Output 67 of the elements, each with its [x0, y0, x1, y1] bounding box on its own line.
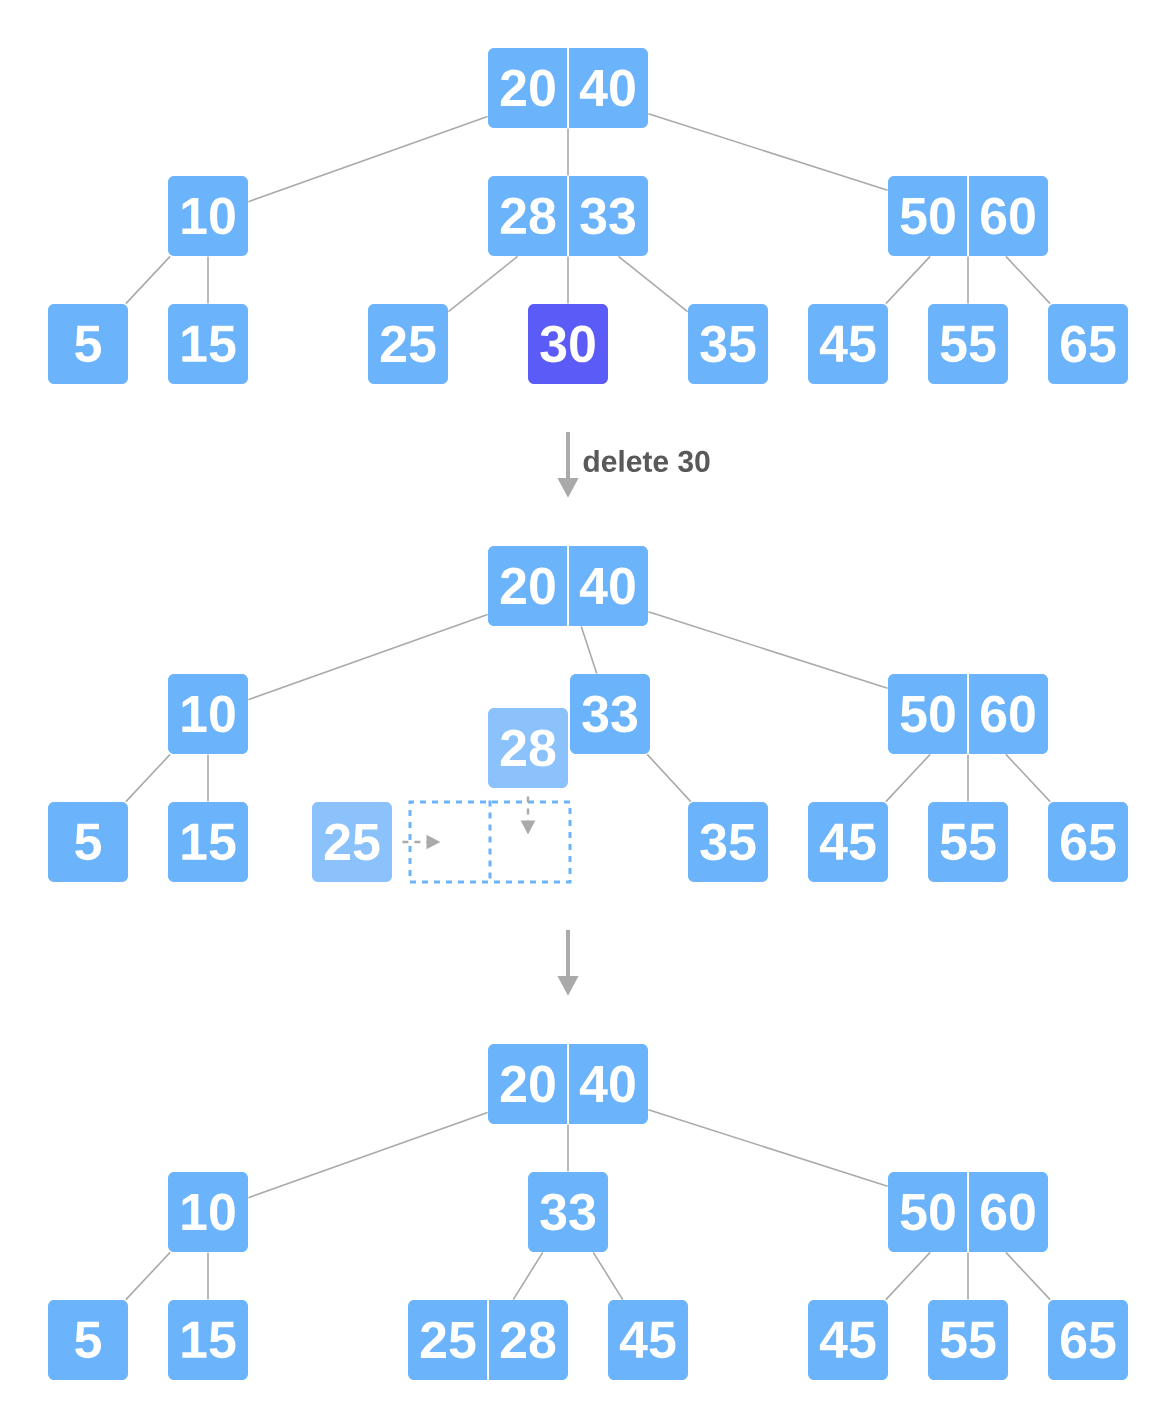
tree-edge — [592, 1251, 624, 1301]
tree-edge — [967, 255, 969, 305]
tree-edge — [617, 255, 689, 313]
tree-edge — [567, 127, 569, 177]
key-node: 15 — [168, 304, 248, 384]
tree-edge — [247, 1111, 489, 1199]
tree-edge — [447, 255, 519, 313]
key-node: 65 — [1048, 304, 1128, 384]
key-node: 10 — [168, 176, 248, 256]
key-node: 5 — [48, 1300, 128, 1380]
key-node: 33 — [528, 1172, 608, 1252]
tree-edge — [967, 1251, 969, 1301]
key-node: 28 — [488, 708, 568, 788]
key-node: 10 — [168, 674, 248, 754]
tree-edge — [207, 255, 209, 305]
multi-key-node: 50 60 — [888, 1170, 1048, 1254]
key-node: 45 — [808, 1300, 888, 1380]
tree-edge — [647, 112, 889, 192]
tree-edge — [1005, 753, 1051, 803]
key-node: 45 — [808, 802, 888, 882]
key-node: 5 — [48, 802, 128, 882]
key-node: 15 — [168, 1300, 248, 1380]
key-node: 33 — [570, 674, 650, 754]
key-node: 35 — [688, 802, 768, 882]
key-node: 5 — [48, 304, 128, 384]
key-node: 65 — [1048, 1300, 1128, 1380]
tree-edge — [885, 255, 931, 305]
key-node: 30 — [528, 304, 608, 384]
tree-edge — [247, 613, 489, 701]
key-node: 15 — [168, 802, 248, 882]
multi-key-node: 50 60 — [888, 174, 1048, 258]
key-node: 25 — [368, 304, 448, 384]
key-node: 45 — [808, 304, 888, 384]
tree-edge — [567, 1123, 569, 1173]
key-node: 55 — [928, 1300, 1008, 1380]
key-node: 10 — [168, 1172, 248, 1252]
tree-edge — [567, 255, 569, 305]
key-node: 55 — [928, 802, 1008, 882]
tree-edge — [125, 255, 171, 305]
tree-edge — [967, 753, 969, 803]
tree-edge — [1005, 255, 1051, 305]
tree-edge — [512, 1251, 544, 1301]
tree-edge — [1005, 1251, 1051, 1301]
multi-key-node: 25 28 — [408, 1298, 568, 1382]
multi-key-node: 50 60 — [888, 672, 1048, 756]
multi-key-node: 20 40 — [488, 1042, 648, 1126]
multi-key-node: 28 33 — [488, 174, 648, 258]
tree-edge — [647, 610, 889, 690]
tree-edge — [885, 1251, 931, 1301]
multi-key-node: 20 40 — [488, 544, 648, 628]
multi-key-node: 20 40 — [488, 46, 648, 130]
tree-edge — [580, 625, 598, 675]
tree-edge — [207, 753, 209, 803]
empty-key-slot — [408, 800, 572, 884]
step-label: delete 30 — [583, 449, 710, 473]
tree-edge — [207, 1251, 209, 1301]
key-node: 55 — [928, 304, 1008, 384]
tree-edge — [125, 1251, 171, 1301]
tree-edge — [646, 753, 692, 803]
key-node: 35 — [688, 304, 768, 384]
tree-edge — [885, 753, 931, 803]
key-node: 65 — [1048, 802, 1128, 882]
key-node: 45 — [608, 1300, 688, 1380]
tree-edge — [247, 115, 489, 203]
tree-edge — [125, 753, 171, 803]
tree-edge — [647, 1108, 889, 1188]
key-node: 25 — [312, 802, 392, 882]
